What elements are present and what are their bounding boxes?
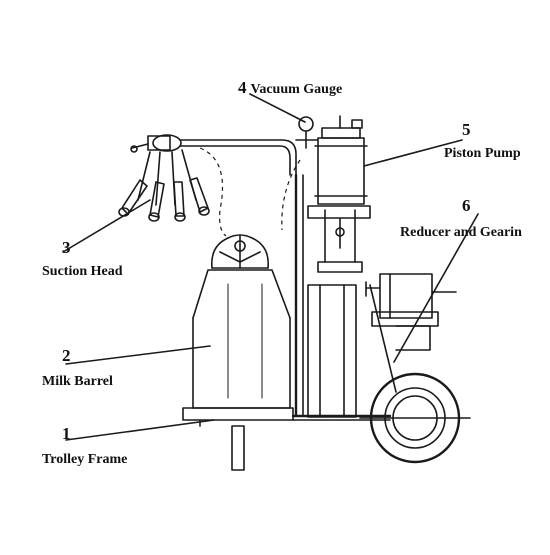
label-trolley-frame-name: Trolley Frame [42,450,127,468]
milk-barrel [192,234,291,409]
label-trolley-frame-number: 1 [62,424,71,444]
label-number: 2 [62,346,71,365]
leader-lines [62,93,479,441]
pipe-handle [179,139,319,237]
label-number: 4 [238,78,247,97]
label-vacuum-gauge: 4 Vacuum Gauge [238,78,342,98]
label-milk-barrel-number: 2 [62,346,71,366]
label-name: Piston Pump [444,146,521,161]
label-piston-pump-number: 5 [462,120,471,140]
label-name: Reducer and Gearin [400,225,522,240]
label-name: Milk Barrel [42,374,113,389]
label-number: 3 [62,238,71,257]
label-suction-head-name: Suction Head [42,262,123,280]
label-suction-head-number: 3 [62,238,71,258]
suction-head [118,134,210,222]
label-number: 5 [462,120,471,139]
label-name: Vacuum Gauge [250,82,343,97]
pump-column [307,205,371,418]
label-number: 1 [62,424,71,443]
trolley-frame [182,173,397,471]
label-piston-pump-name: Piston Pump [444,144,521,162]
label-reducer-name: Reducer and Gearin [400,223,522,241]
piston-pump [314,115,368,205]
wheel [359,372,471,464]
label-name: Suction Head [42,264,123,279]
vacuum-gauge [298,116,314,149]
label-name: Trolley Frame [42,452,128,467]
label-milk-barrel-name: Milk Barrel [42,372,113,390]
reducer-gearbox [365,273,457,351]
label-number: 6 [462,196,471,215]
label-reducer-number: 6 [462,196,471,216]
